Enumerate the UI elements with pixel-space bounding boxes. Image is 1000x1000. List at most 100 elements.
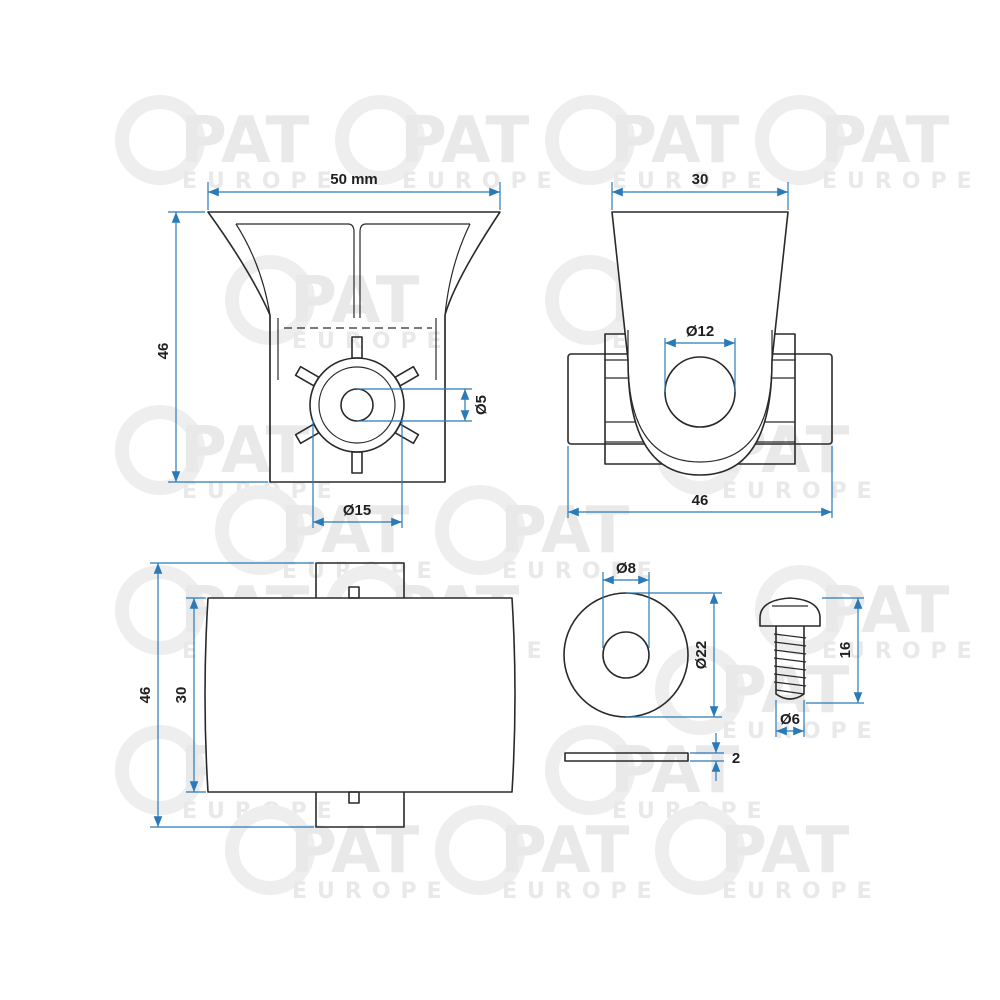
watermark-logo-ring [215,485,305,575]
front-view-hub-tooth [294,423,320,445]
screw-threads [773,633,807,695]
front-view-width-dimension: 50 mm [207,171,501,210]
watermark-tile: PAT EUROPE [115,95,342,194]
watermark-tile: PAT EUROPE [225,255,452,354]
front-view-hub-tooth [394,365,420,387]
watermark-subtext: EUROPE [292,329,452,354]
top-view-notch-top [348,586,360,599]
side-view-lug-inner [627,330,773,463]
screw: 16 Ø6 [759,597,864,737]
side-view-hole-label: Ø12 [686,323,714,340]
watermark-logo-ring [335,95,425,185]
watermark-logo-ring [115,405,205,495]
washer-edge [564,752,689,762]
watermark-logo-ring [545,725,635,815]
washer-outer [563,592,689,718]
watermark-brand: PAT [500,814,630,888]
watermark-tile: PAT EUROPE [115,405,332,504]
washer-thickness-label: 2 [732,750,740,767]
top-view-inner-dimension: 30 [173,597,206,793]
watermark-tile: PAT EUROPE [545,725,762,824]
watermark-brand: PAT [290,814,420,888]
watermark-brand: PAT [290,264,420,338]
washer-hole [602,631,650,679]
watermark-subtext: EUROPE [822,169,982,194]
watermark-brand: PAT [820,574,950,648]
side-view-base-label: 46 [692,492,709,509]
watermark-subtext: EUROPE [402,169,562,194]
front-view-bore-dimension: Ø5 [357,388,490,422]
watermark-tile: PAT EUROPE [545,95,762,194]
front-view-bore-label: Ø5 [473,395,490,415]
front-view-inner-left [235,223,355,318]
watermark-brand: PAT [280,494,410,568]
watermark-brand: PAT [720,814,850,888]
front-view-flange-label: Ø15 [343,502,371,519]
watermark-brand: PAT [180,104,310,178]
watermark-tile: PAT EUROPE [215,485,432,584]
top-view: 46 30 [137,562,516,828]
watermark-subtext: EUROPE [722,879,882,904]
watermark-tile: PAT EUROPE [755,565,982,664]
front-view-hub-flange [318,366,396,444]
front-view-bore [340,388,374,422]
watermark-logo-ring [435,485,525,575]
screw-diameter-dimension: Ø6 [775,700,805,737]
watermark-subtext: EUROPE [182,169,342,194]
washer-thickness-dimension: 2 [690,733,740,781]
washer: Ø8 Ø22 2 [563,560,740,781]
washer-inner-label: Ø8 [616,560,636,577]
side-view-top-label: 30 [692,171,709,188]
front-view-hub-tooth [294,365,320,387]
front-view-width-label: 50 mm [330,171,378,188]
screw-length-dimension: 16 [806,597,864,704]
watermark-tile: PAT EUROPE [755,95,982,194]
watermark-logo-ring [545,95,635,185]
front-view-hub-outer [309,357,405,453]
watermark-tile: PAT EUROPE [225,805,452,904]
side-view-hole-dimension: Ø12 [664,323,736,392]
front-view-flange-dimension: Ø15 [312,420,403,528]
watermark-subtext: EUROPE [502,879,662,904]
watermark-logo-ring [655,645,745,735]
watermark-brand: PAT [400,104,530,178]
watermark-brand: PAT [820,104,950,178]
watermark-subtext: EUROPE [292,879,452,904]
front-view-height-dimension: 46 [155,211,268,483]
watermark-tile: PAT EUROPE [655,805,882,904]
watermark-subtext: EUROPE [822,639,982,664]
watermark-subtext: EUROPE [722,479,882,504]
top-view-outer-label: 46 [137,687,154,704]
top-view-notch-bottom [348,791,360,804]
watermark-brand: PAT [500,494,630,568]
watermark-brand: PAT [610,104,740,178]
top-view-body [204,597,516,793]
watermark-tile: PAT EUROPE [435,805,662,904]
washer-outer-dimension: Ø22 [626,592,722,718]
front-view-hub-tooth [351,336,363,359]
front-view-height-label: 46 [155,343,172,360]
front-view-inner-right [359,223,471,318]
watermark-logo-ring [435,805,525,895]
watermark-tile: PAT EUROPE [435,485,652,584]
watermark-brand: PAT [180,414,310,488]
screw-diameter-label: Ø6 [780,711,800,728]
screw-head [759,597,821,627]
screw-length-label: 16 [837,642,854,659]
watermark-logo-ring [655,805,745,895]
watermark-logo-ring [225,805,315,895]
front-view-hub-tooth [351,451,363,474]
watermark-logo-ring [115,95,205,185]
front-view-hub-tooth [394,423,420,445]
watermark-logo-ring [755,95,845,185]
front-view-hub [294,336,420,474]
side-view-base-dimension: 46 [567,446,833,518]
top-view-outer-dimension: 46 [137,562,314,828]
front-view: 50 mm 46 Ø5 Ø15 [155,171,501,528]
washer-inner-dimension: Ø8 [602,560,650,648]
top-view-inner-label: 30 [173,687,190,704]
watermark-brand: PAT [610,734,740,808]
side-view-top-dimension: 30 [611,171,789,210]
washer-outer-label: Ø22 [693,641,710,669]
side-view: 30 Ø12 46 [567,171,833,518]
